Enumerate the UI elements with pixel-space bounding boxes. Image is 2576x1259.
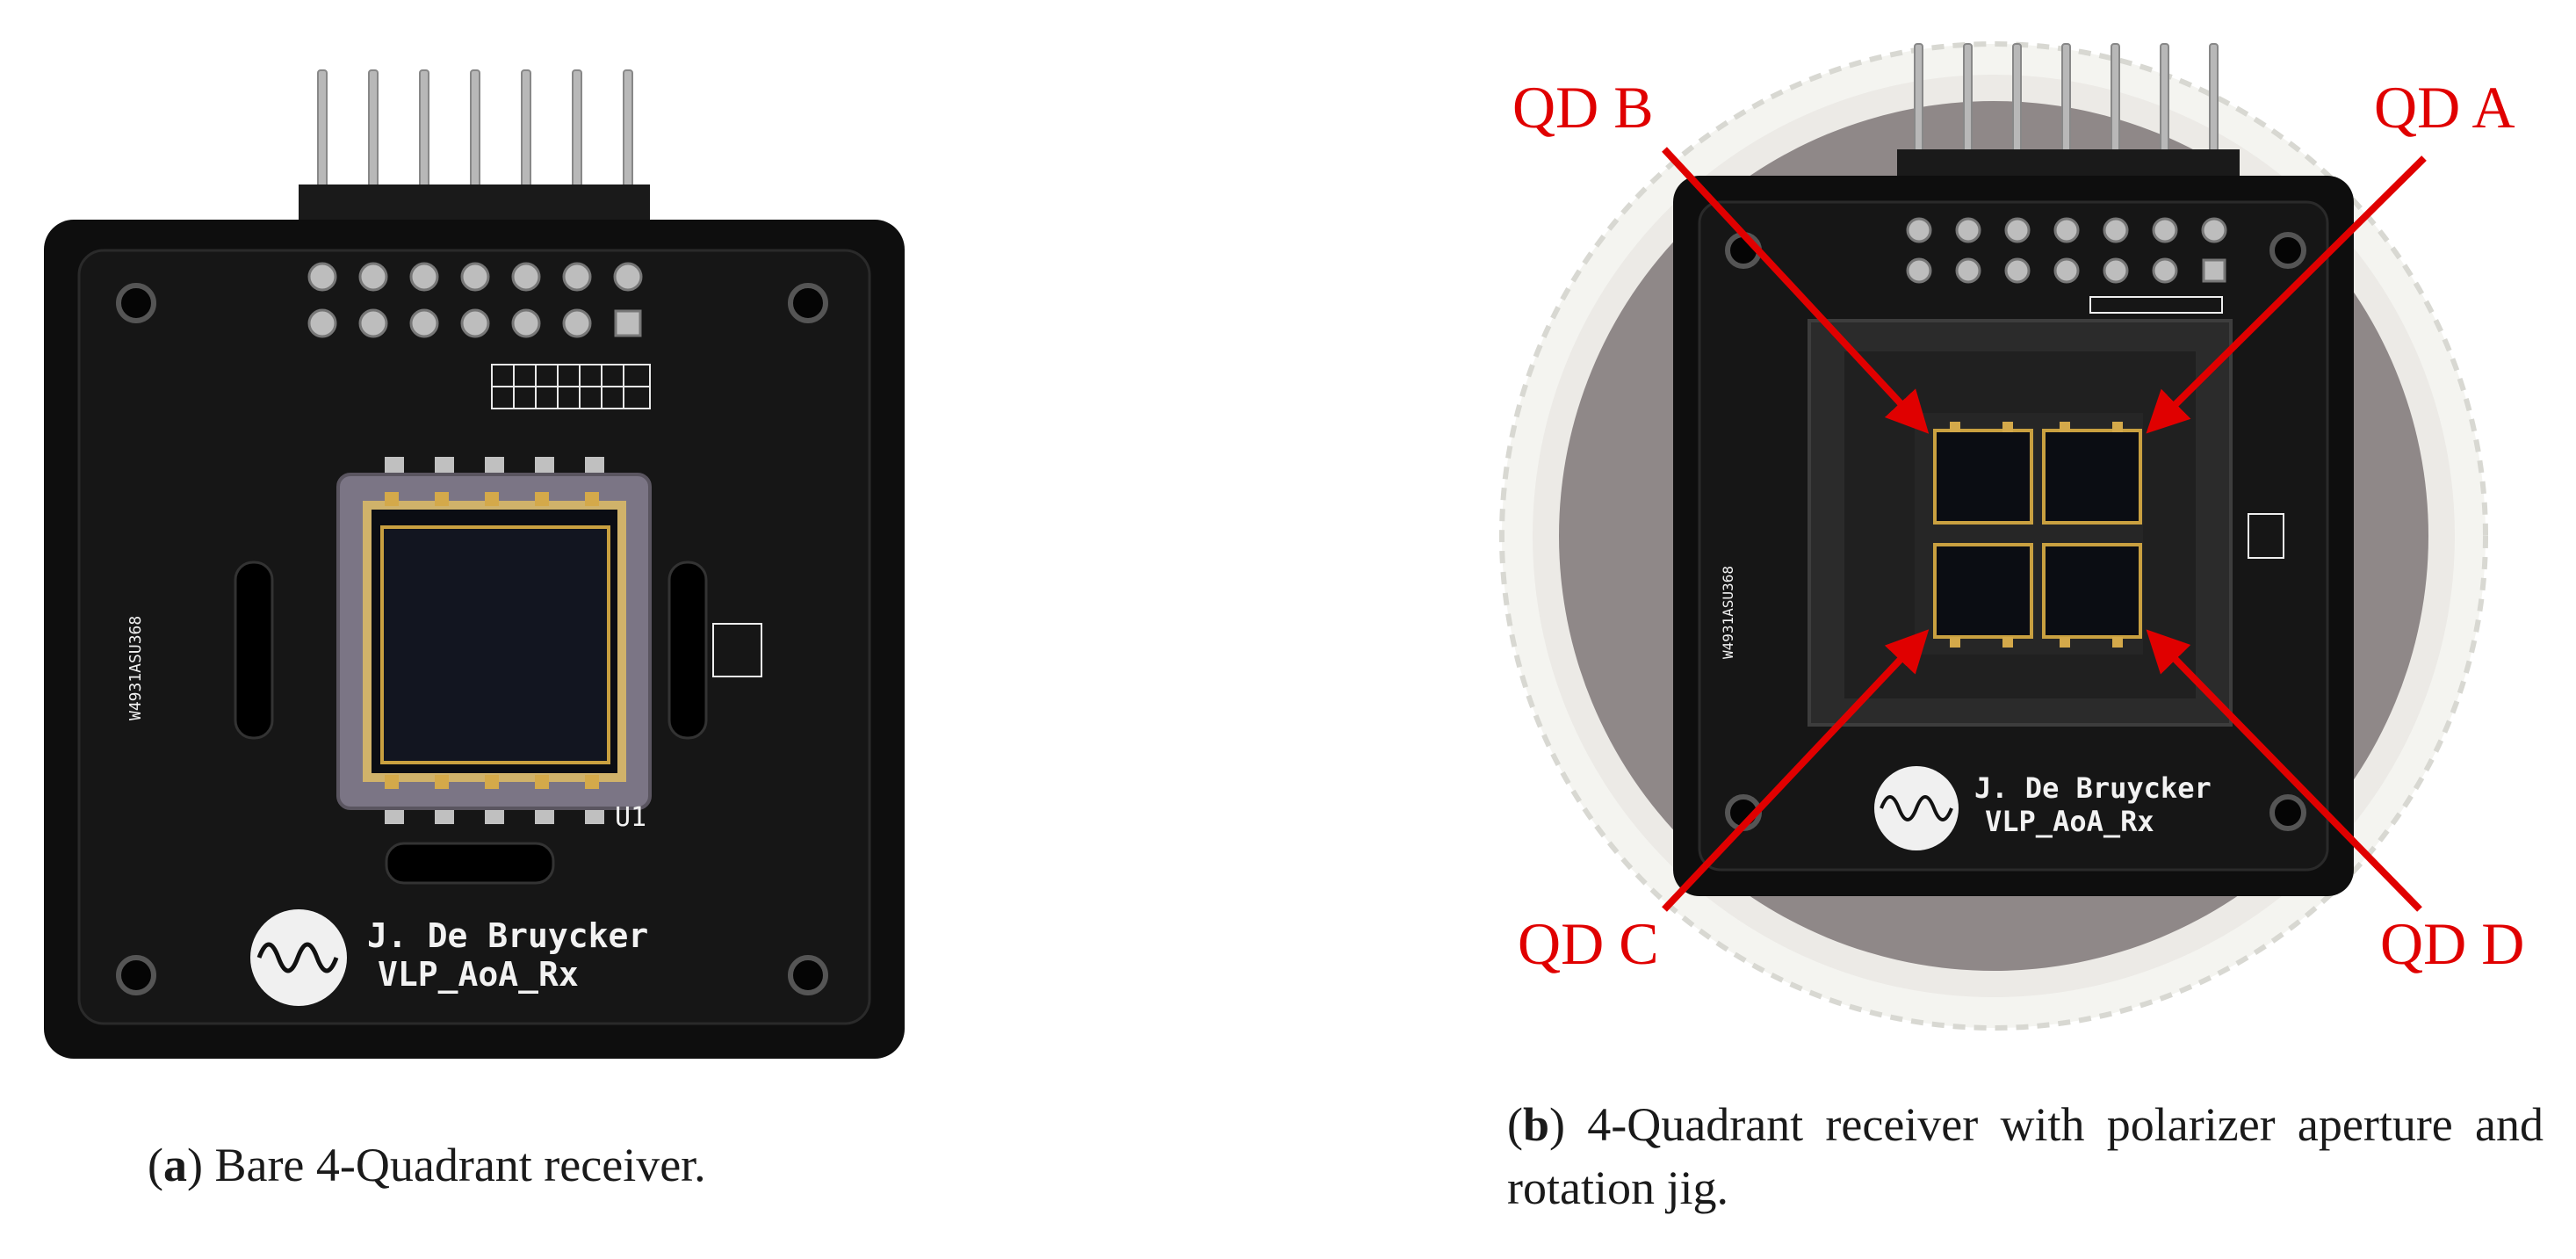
vertical-silk-text: W4931ASU368 xyxy=(126,616,145,720)
small-silk-block-b xyxy=(2248,513,2284,559)
photo-receiver-with-jig: W4931ASU368 J. De Bruycker VLP_AoA xyxy=(1476,26,2565,1037)
component-ref-u1: U1 xyxy=(615,802,646,833)
slot-bottom xyxy=(385,842,555,885)
caption-b: (b) 4-Quadrant receiver with polarizer a… xyxy=(1507,1098,2544,1214)
label-qd-d: QD D xyxy=(2380,910,2524,977)
mounting-holes xyxy=(116,283,828,995)
caption-b-letter: b xyxy=(1522,1098,1550,1151)
slot-left xyxy=(234,561,274,740)
header-pads xyxy=(307,262,643,338)
quadrant-windows xyxy=(1933,422,2142,648)
caption-a-letter: a xyxy=(162,1139,187,1191)
caption-a: (a) Bare 4-Quadrant receiver. xyxy=(148,1139,706,1191)
slot-right xyxy=(667,561,708,740)
arrow-qd-b xyxy=(1662,147,1930,434)
vertical-silk-text-b: W4931ASU368 xyxy=(1720,566,1736,659)
label-qd-b: QD B xyxy=(1512,74,1654,141)
pin-table-silkscreen xyxy=(491,364,651,409)
waveform-logo-b xyxy=(1874,766,1959,850)
arrow-qd-a xyxy=(2146,156,2427,434)
quadrant-sensor xyxy=(336,457,652,824)
arrow-qd-d xyxy=(2146,629,2422,912)
arrow-qd-c xyxy=(1662,629,1930,912)
pcb-project-text-b: VLP_AoA_Rx xyxy=(1985,805,2154,838)
pcb-author-text-b: J. De Bruycker xyxy=(1974,771,2212,805)
header-pads-b xyxy=(1906,217,2227,284)
pin-table-silkscreen-b xyxy=(2089,296,2223,314)
bare-receiver-photo-svg: W4931ASU368 U1 xyxy=(44,69,905,1059)
caption-b-text: 4-Quadrant receiver with polarizer apert… xyxy=(1507,1098,2544,1214)
header-pins xyxy=(317,69,633,203)
waveform-logo xyxy=(250,909,347,1006)
photo-bare-receiver: W4931ASU368 U1 xyxy=(35,62,913,1098)
small-silk-block xyxy=(712,623,762,677)
label-qd-a: QD A xyxy=(2374,74,2515,141)
caption-a-text: Bare 4-Quadrant receiver. xyxy=(202,1139,706,1191)
pcb-author-text: J. De Bruycker xyxy=(367,916,648,955)
pcb-project-text: VLP_AoA_Rx xyxy=(378,955,579,994)
jig-receiver-photo-svg: W4931ASU368 J. De Bruycker VLP_AoA xyxy=(1499,41,2524,1031)
label-qd-c: QD C xyxy=(1518,910,1659,977)
